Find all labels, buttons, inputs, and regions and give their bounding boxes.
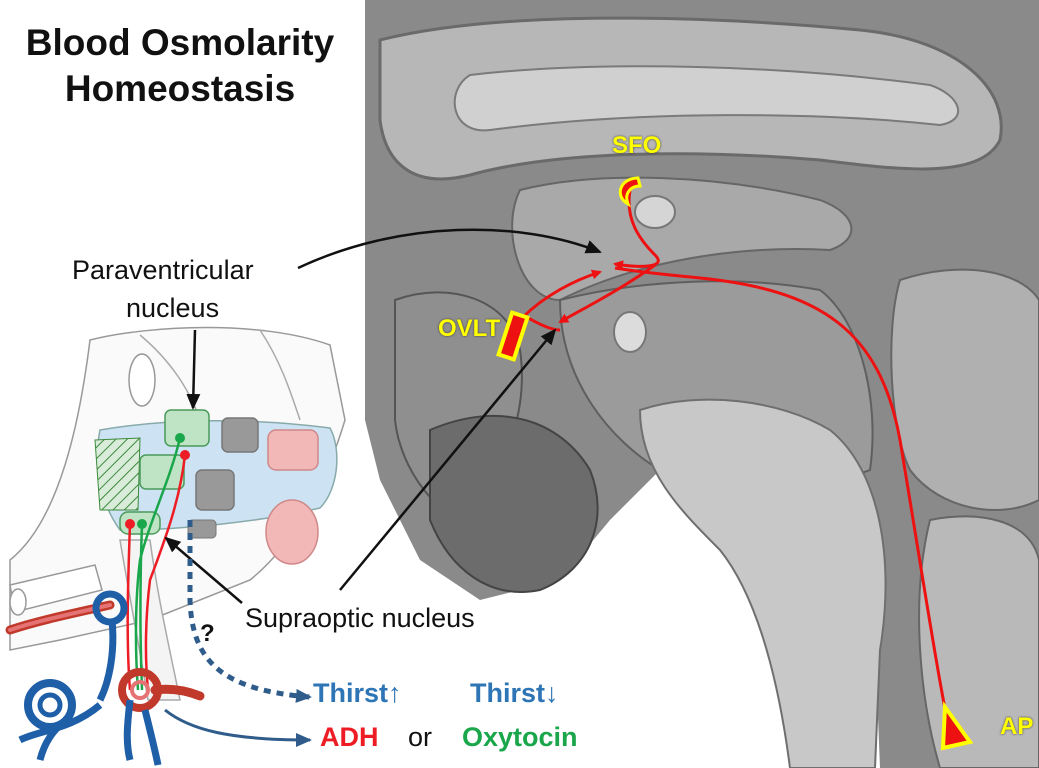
- label-pointers: [164, 228, 602, 604]
- title-line-1: Blood Osmolarity: [25, 22, 335, 63]
- sfo-marker: [618, 176, 642, 208]
- ap-marker: [940, 701, 974, 751]
- arrow-down-icon: ↓: [545, 678, 559, 708]
- thirst-down-label: Thirst↓: [470, 678, 559, 708]
- ovlt-label: OVLT: [438, 315, 501, 342]
- thirst-up-label: Thirst↑: [313, 678, 402, 708]
- supraoptic-label: Supraoptic nucleus: [245, 603, 475, 633]
- paraventricular-label-line-2: nucleus: [126, 293, 220, 323]
- sfo-label: SFO: [612, 132, 662, 159]
- adh-label: ADH: [320, 722, 379, 752]
- ovlt-marker: [496, 310, 530, 362]
- hypothalamus-schematic: [5, 326, 346, 766]
- or-label: or: [408, 722, 433, 752]
- sensory-pathways: [520, 189, 952, 734]
- arrow-up-icon: ↑: [388, 678, 402, 708]
- output-arrows: [164, 520, 312, 747]
- brain-section-photo: [365, 0, 1039, 768]
- paraventricular-nucleus-shape: [164, 409, 210, 447]
- title-line-2: Homeostasis: [64, 68, 296, 109]
- ap-label: AP: [1000, 713, 1034, 740]
- oxytocin-label: Oxytocin: [462, 722, 578, 752]
- question-mark: ?: [200, 620, 215, 647]
- paraventricular-label: Paraventricular: [72, 255, 254, 285]
